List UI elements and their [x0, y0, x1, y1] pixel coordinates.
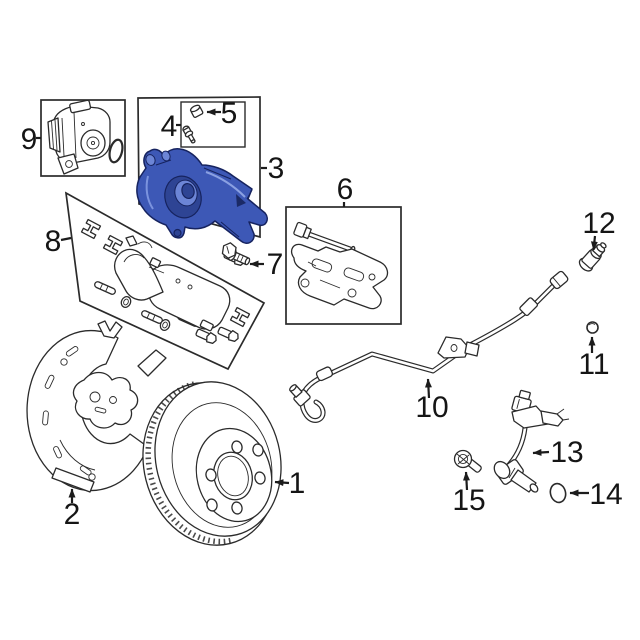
callout-14: 14 [569, 478, 623, 511]
part-7-bolt [221, 242, 251, 266]
callout-2: 2 [64, 488, 81, 531]
callout-12: 12 [582, 207, 616, 251]
part-2-splash-shield [26, 320, 167, 493]
callout-6-label: 6 [337, 173, 354, 206]
callout-9-label: 9 [21, 123, 38, 156]
callout-3-label: 3 [268, 152, 285, 185]
callout-15: 15 [452, 471, 486, 517]
callout-14-label: 14 [589, 478, 622, 511]
callout-13-label: 13 [550, 436, 583, 469]
callout-2-label: 2 [64, 498, 81, 531]
part-15-bolt [453, 449, 482, 473]
callout-1: 1 [274, 467, 306, 500]
callout-13: 13 [532, 436, 584, 469]
callout-6: 6 [337, 173, 354, 207]
part-10-brake-hose [289, 270, 569, 423]
callout-8: 8 [45, 225, 72, 258]
part-4-bleeder-screw [182, 125, 196, 144]
hose-end-fitting [289, 384, 311, 407]
callout-5-label: 5 [221, 97, 238, 130]
callout-11-label: 11 [578, 348, 609, 381]
part-1-rotor [142, 381, 282, 546]
part-14-grommet [549, 482, 567, 504]
callout-15-label: 15 [452, 484, 485, 517]
callout-3: 3 [261, 152, 284, 185]
part-5-cap [189, 104, 204, 119]
callout-8-label: 8 [45, 225, 62, 258]
part-13-abs-sensor [493, 389, 570, 493]
callout-10-label: 10 [415, 391, 448, 424]
part-11-cap [586, 321, 599, 334]
callout-10: 10 [415, 378, 449, 424]
part-8-pad-kit [64, 191, 266, 371]
callout-7: 7 [249, 248, 284, 281]
bracket-body [290, 243, 389, 310]
callout-11: 11 [578, 336, 610, 381]
hose-bracket [437, 336, 480, 359]
part-12-bolt [578, 242, 607, 272]
callout-12-label: 12 [582, 207, 615, 240]
callout-7-label: 7 [267, 248, 284, 281]
o-ring [108, 138, 124, 164]
hose-top-fitting [549, 270, 569, 290]
brake-pads [113, 235, 231, 332]
part-9-actuator [40, 99, 126, 177]
sensor-head [493, 459, 539, 493]
part-3-caliper [136, 148, 268, 244]
callout-4-label: 4 [161, 110, 178, 143]
callout-4: 4 [161, 110, 181, 143]
callout-5: 5 [206, 97, 238, 130]
callout-9: 9 [21, 123, 41, 156]
part-3-caliper-group [136, 96, 268, 244]
callout-1-label: 1 [289, 467, 306, 500]
